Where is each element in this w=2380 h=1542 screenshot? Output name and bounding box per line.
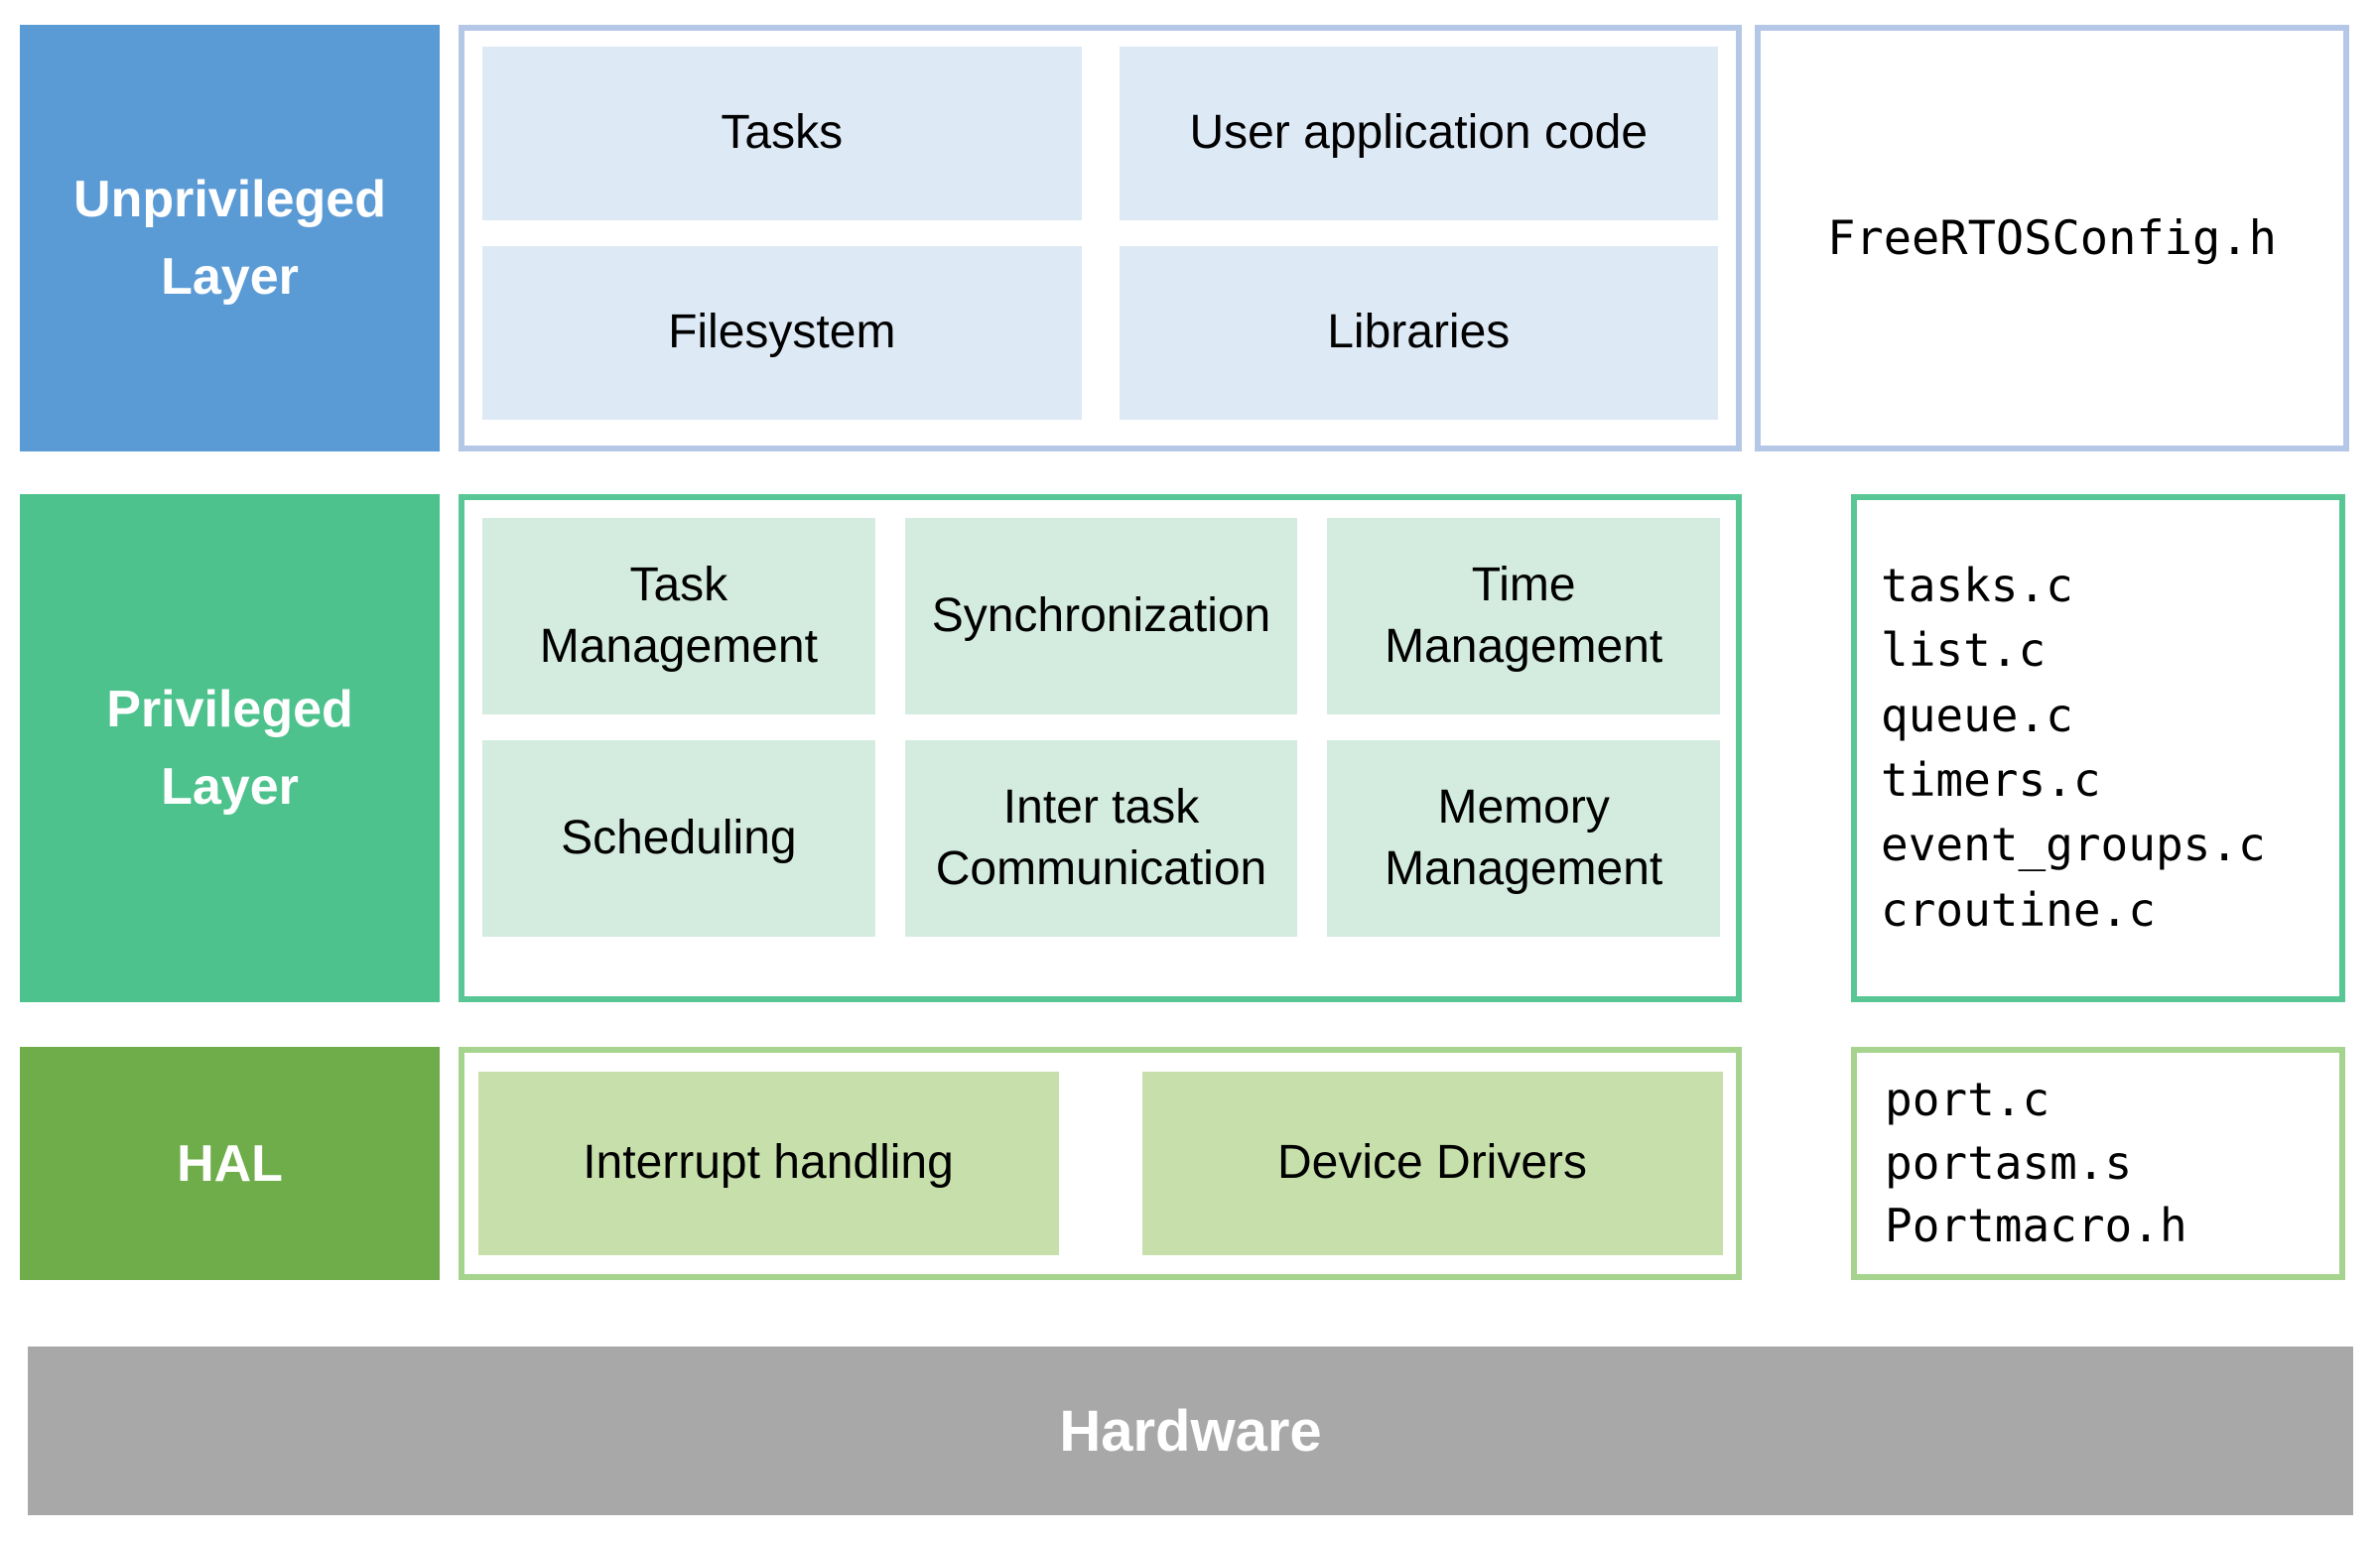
layer-label-privileged: Privileged Layer bbox=[20, 494, 440, 1002]
module-task-management: Task Management bbox=[482, 518, 875, 714]
unprivileged-modules-container: Tasks User application code Filesystem L… bbox=[459, 25, 1742, 451]
privileged-files-box: tasks.c list.c queue.c timers.c event_gr… bbox=[1851, 494, 2345, 1002]
module-libraries: Libraries bbox=[1119, 246, 1718, 420]
file-freertosconfig-h: FreeRTOSConfig.h bbox=[1827, 210, 2277, 266]
file-queue-c: queue.c bbox=[1881, 688, 2073, 742]
hal-files-box: port.c portasm.s Portmacro.h bbox=[1851, 1047, 2345, 1280]
file-tasks-c: tasks.c bbox=[1881, 559, 2073, 613]
layer-label-hal: HAL bbox=[20, 1047, 440, 1280]
hal-modules-container: Interrupt handling Device Drivers bbox=[459, 1047, 1742, 1280]
privileged-modules-container: Task Management Synchronization Time Man… bbox=[459, 494, 1742, 1002]
file-portasm-s: portasm.s bbox=[1885, 1135, 2133, 1190]
module-tasks: Tasks bbox=[482, 47, 1082, 220]
module-scheduling: Scheduling bbox=[482, 740, 875, 937]
file-port-c: port.c bbox=[1885, 1073, 2050, 1127]
module-interrupt-handling: Interrupt handling bbox=[477, 1072, 1059, 1255]
module-memory-management: Memory Management bbox=[1327, 740, 1720, 937]
module-time-management: Time Management bbox=[1327, 518, 1720, 714]
module-device-drivers: Device Drivers bbox=[1141, 1072, 1723, 1255]
unprivileged-files-box: FreeRTOSConfig.h bbox=[1755, 25, 2349, 451]
hardware-bar: Hardware bbox=[28, 1347, 2353, 1515]
file-list-c: list.c bbox=[1881, 623, 2047, 678]
module-synchronization: Synchronization bbox=[904, 518, 1298, 714]
file-croutine-c: croutine.c bbox=[1881, 882, 2156, 937]
file-portmacro-h: Portmacro.h bbox=[1885, 1199, 2187, 1253]
module-inter-task-communication: Inter task Communication bbox=[904, 740, 1298, 937]
file-timers-c: timers.c bbox=[1881, 753, 2101, 807]
layer-label-unprivileged: Unprivileged Layer bbox=[20, 25, 440, 451]
file-event-groups-c: event_groups.c bbox=[1881, 818, 2266, 872]
module-user-application-code: User application code bbox=[1119, 47, 1718, 220]
module-filesystem: Filesystem bbox=[482, 246, 1082, 420]
